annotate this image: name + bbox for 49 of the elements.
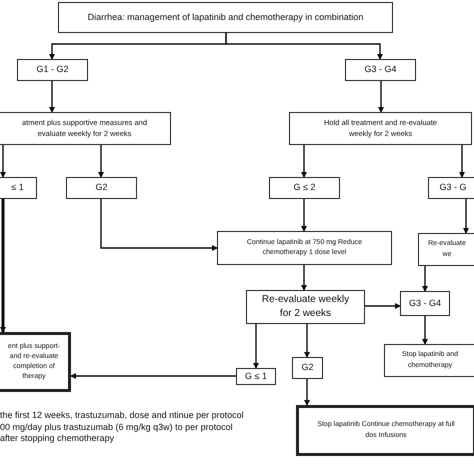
process-box <box>292 357 323 379</box>
arrow <box>378 81 384 113</box>
box-text: Diarrhea: management of lapatinib and chemotherapy in combination <box>88 10 364 24</box>
arrow <box>100 199 218 251</box>
arrow <box>0 145 6 178</box>
process-box <box>296 405 474 456</box>
arrow <box>422 316 428 345</box>
process-box <box>0 332 71 392</box>
process-box <box>58 2 393 33</box>
box-text: ≤ 1 <box>11 181 24 194</box>
process-box <box>289 112 472 145</box>
box-text: G1 - G2 <box>36 63 68 76</box>
process-box <box>269 177 340 199</box>
process-box <box>418 233 474 266</box>
process-box <box>17 59 88 81</box>
arrow <box>301 199 307 232</box>
box-text: G2 <box>301 361 314 374</box>
box-text: G ≤ 2 <box>294 181 316 194</box>
process-box <box>0 112 171 145</box>
process-box <box>217 231 392 265</box>
process-box <box>345 59 416 81</box>
arrow <box>422 266 428 292</box>
box-text: G ≤ 1 <box>245 370 267 383</box>
arrow <box>98 145 104 178</box>
process-box <box>246 290 365 324</box>
arrow <box>463 199 469 234</box>
note-text: the first 12 weeks, trastuzumab, dose and ntinue per protocol 00 mg/day plus trastuzumab (6 mg/kg q3w) to per protocol after stopping chemotherapy <box>0 410 245 446</box>
process-box <box>0 177 37 199</box>
box-text: G2 <box>95 181 108 194</box>
arrow <box>304 324 310 358</box>
arrow <box>253 324 259 369</box>
process-box <box>384 344 474 377</box>
arrow <box>301 265 307 291</box>
process-box <box>236 368 276 385</box>
box-text: G3 - G <box>439 181 466 194</box>
arrow <box>304 379 310 406</box>
arrow <box>225 33 383 60</box>
process-box <box>400 291 450 316</box>
box-text: G3 - G4 <box>364 63 396 76</box>
box-text: Re-evaluate weekly for 2 weeks <box>260 292 350 321</box>
process-box <box>428 177 474 199</box>
arrow <box>0 199 6 333</box>
arrow <box>70 373 236 379</box>
box-text: G3 - G4 <box>408 296 441 310</box>
process-box <box>66 177 137 199</box>
arrow <box>459 145 465 178</box>
arrow <box>301 145 307 178</box>
arrow <box>365 303 401 309</box>
arrow <box>49 81 55 113</box>
